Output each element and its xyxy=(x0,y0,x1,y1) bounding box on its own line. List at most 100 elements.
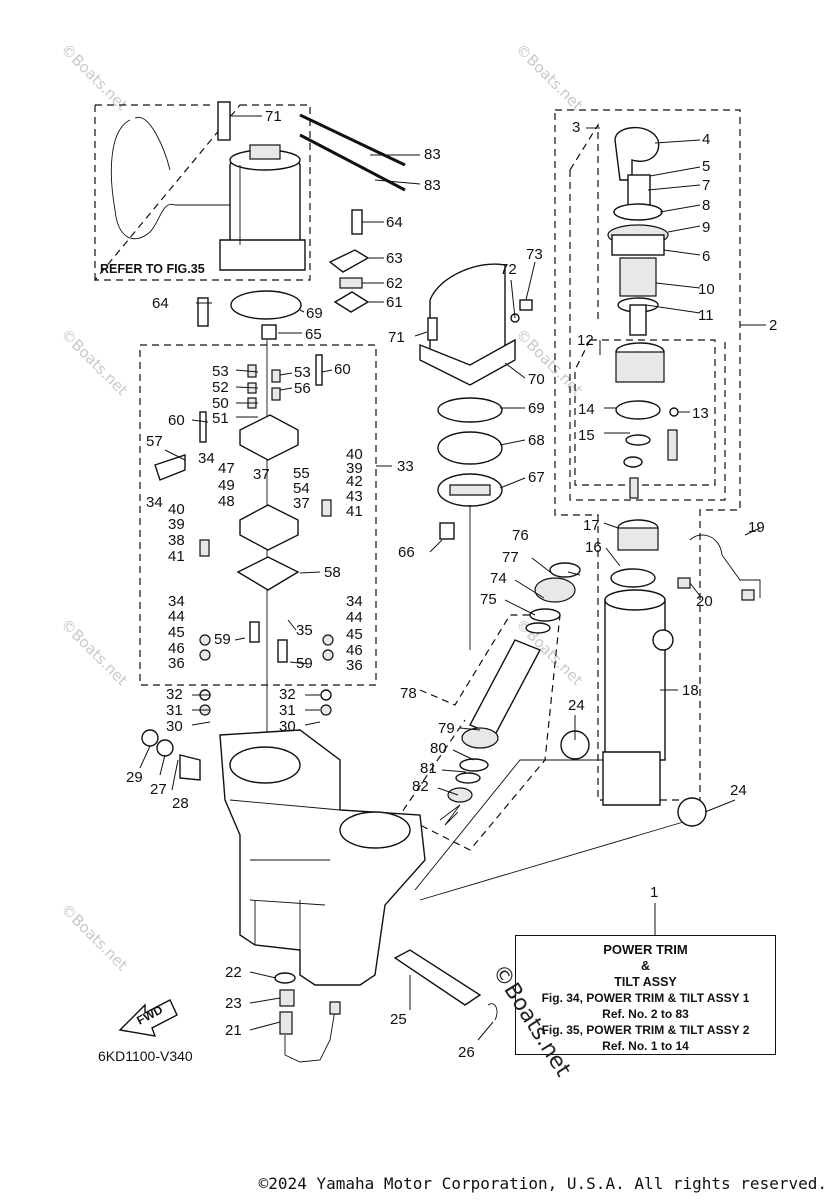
callout-44b: 44 xyxy=(346,609,363,626)
callout-54: 54 xyxy=(293,480,310,497)
callout-31a: 31 xyxy=(166,702,183,719)
assembly-info-box: POWER TRIM & TILT ASSY Fig. 34, POWER TR… xyxy=(515,935,776,1055)
piston-subgroup-box xyxy=(574,339,716,486)
plate-63 xyxy=(328,249,370,273)
tilt-cylinder xyxy=(602,519,761,806)
drawing-code: 6KD1100-V340 xyxy=(98,1048,193,1064)
refer-to-fig-label: REFER TO FIG.35 xyxy=(100,262,205,276)
pin-25 xyxy=(393,949,482,1006)
callout-60a: 60 xyxy=(334,361,351,378)
callout-20: 20 xyxy=(696,593,713,610)
callout-30b: 30 xyxy=(279,718,296,735)
callout-48: 48 xyxy=(218,493,235,510)
callout-44a: 44 xyxy=(168,608,185,625)
callout-numbers: 1 2 3 4 5 7 8 9 6 10 11 12 13 14 15 17 1… xyxy=(126,108,777,1061)
callout-24a: 24 xyxy=(568,697,585,714)
callout-73: 73 xyxy=(526,246,543,263)
bushing-24 xyxy=(677,797,707,827)
callout-41a: 41 xyxy=(346,503,363,520)
callout-70: 70 xyxy=(528,371,545,388)
long-bolts xyxy=(299,113,406,192)
callout-56: 56 xyxy=(294,380,311,397)
callout-9: 9 xyxy=(702,219,710,236)
callout-47: 47 xyxy=(218,460,235,477)
info-ref-2b: Ref. No. 1 to 14 xyxy=(602,1039,689,1053)
callout-81: 81 xyxy=(420,760,437,777)
callout-4: 4 xyxy=(702,131,710,148)
callout-66: 66 xyxy=(398,544,415,561)
callout-39a: 39 xyxy=(346,460,363,477)
info-ref-2: Fig. 35, POWER TRIM & TILT ASSY 2 xyxy=(541,1023,750,1037)
callout-30a: 30 xyxy=(166,718,183,735)
reservoir-group xyxy=(419,263,533,650)
callout-51: 51 xyxy=(212,410,229,427)
watermark-text: ©Boats.net xyxy=(57,40,131,114)
callout-11: 11 xyxy=(698,307,714,324)
callout-43: 43 xyxy=(346,488,363,505)
callout-58: 58 xyxy=(324,564,341,581)
callout-53a: 53 xyxy=(212,363,229,380)
callout-67: 67 xyxy=(528,469,545,486)
callout-68: 68 xyxy=(528,432,545,449)
callout-45b: 45 xyxy=(346,626,363,643)
callout-10: 10 xyxy=(698,281,715,298)
clip-26 xyxy=(487,1003,498,1021)
fittings xyxy=(274,972,341,1063)
callout-17: 17 xyxy=(583,517,600,534)
callout-2: 2 xyxy=(769,317,777,334)
watermark-text: ©Boats.net xyxy=(512,40,586,114)
callout-76: 76 xyxy=(512,527,529,544)
callout-42: 42 xyxy=(346,473,363,490)
callout-40a: 40 xyxy=(346,446,363,463)
watermark-text: ©Boats.net xyxy=(57,900,131,974)
info-ref-1: Fig. 34, POWER TRIM & TILT ASSY 1 xyxy=(541,991,750,1005)
fwd-arrow xyxy=(118,999,178,1037)
callout-79: 79 xyxy=(438,720,455,737)
callout-24b: 24 xyxy=(730,782,747,799)
callout-35: 35 xyxy=(296,622,313,639)
filter-62 xyxy=(339,277,363,289)
callout-19: 19 xyxy=(748,519,765,536)
watermark-text: ©Boats.net xyxy=(57,325,131,399)
callout-13: 13 xyxy=(692,405,709,422)
tilt-rod-parts xyxy=(607,126,669,336)
assembly-line xyxy=(419,819,691,901)
callout-16: 16 xyxy=(585,539,602,556)
bolt-64 xyxy=(197,297,209,327)
callout-59b: 59 xyxy=(296,655,313,672)
callout-1: 1 xyxy=(650,884,658,901)
callout-6: 6 xyxy=(702,248,710,265)
callout-69a: 69 xyxy=(306,305,323,322)
callout-57: 57 xyxy=(146,433,163,450)
callout-12: 12 xyxy=(577,332,594,349)
callout-46b: 46 xyxy=(346,642,363,659)
callout-34b: 34 xyxy=(146,494,163,511)
callout-15: 15 xyxy=(578,427,595,444)
callout-5: 5 xyxy=(702,158,710,175)
leader-lines xyxy=(139,115,766,1041)
callout-21: 21 xyxy=(225,1022,242,1039)
callout-34d: 34 xyxy=(346,593,363,610)
callout-75: 75 xyxy=(480,591,497,608)
callout-46a: 46 xyxy=(168,640,185,657)
callout-25: 25 xyxy=(390,1011,407,1028)
callout-71a: 71 xyxy=(265,108,282,125)
callout-27: 27 xyxy=(150,781,167,798)
info-ref-1b: Ref. No. 2 to 83 xyxy=(602,1007,689,1021)
callout-50: 50 xyxy=(212,395,229,412)
callout-72: 72 xyxy=(500,261,517,278)
callout-38: 38 xyxy=(168,532,185,549)
trim-motor xyxy=(110,117,306,271)
motor-group-box xyxy=(93,104,311,281)
callout-37a: 37 xyxy=(253,466,270,483)
callout-22: 22 xyxy=(225,964,242,981)
callout-74: 74 xyxy=(490,570,507,587)
callout-65: 65 xyxy=(305,326,322,343)
callout-45a: 45 xyxy=(168,624,185,641)
piston-group-box xyxy=(569,122,726,501)
callout-64b: 64 xyxy=(152,295,169,312)
callout-3: 3 xyxy=(572,119,580,136)
callout-80: 80 xyxy=(430,740,447,757)
callout-55: 55 xyxy=(293,465,310,482)
